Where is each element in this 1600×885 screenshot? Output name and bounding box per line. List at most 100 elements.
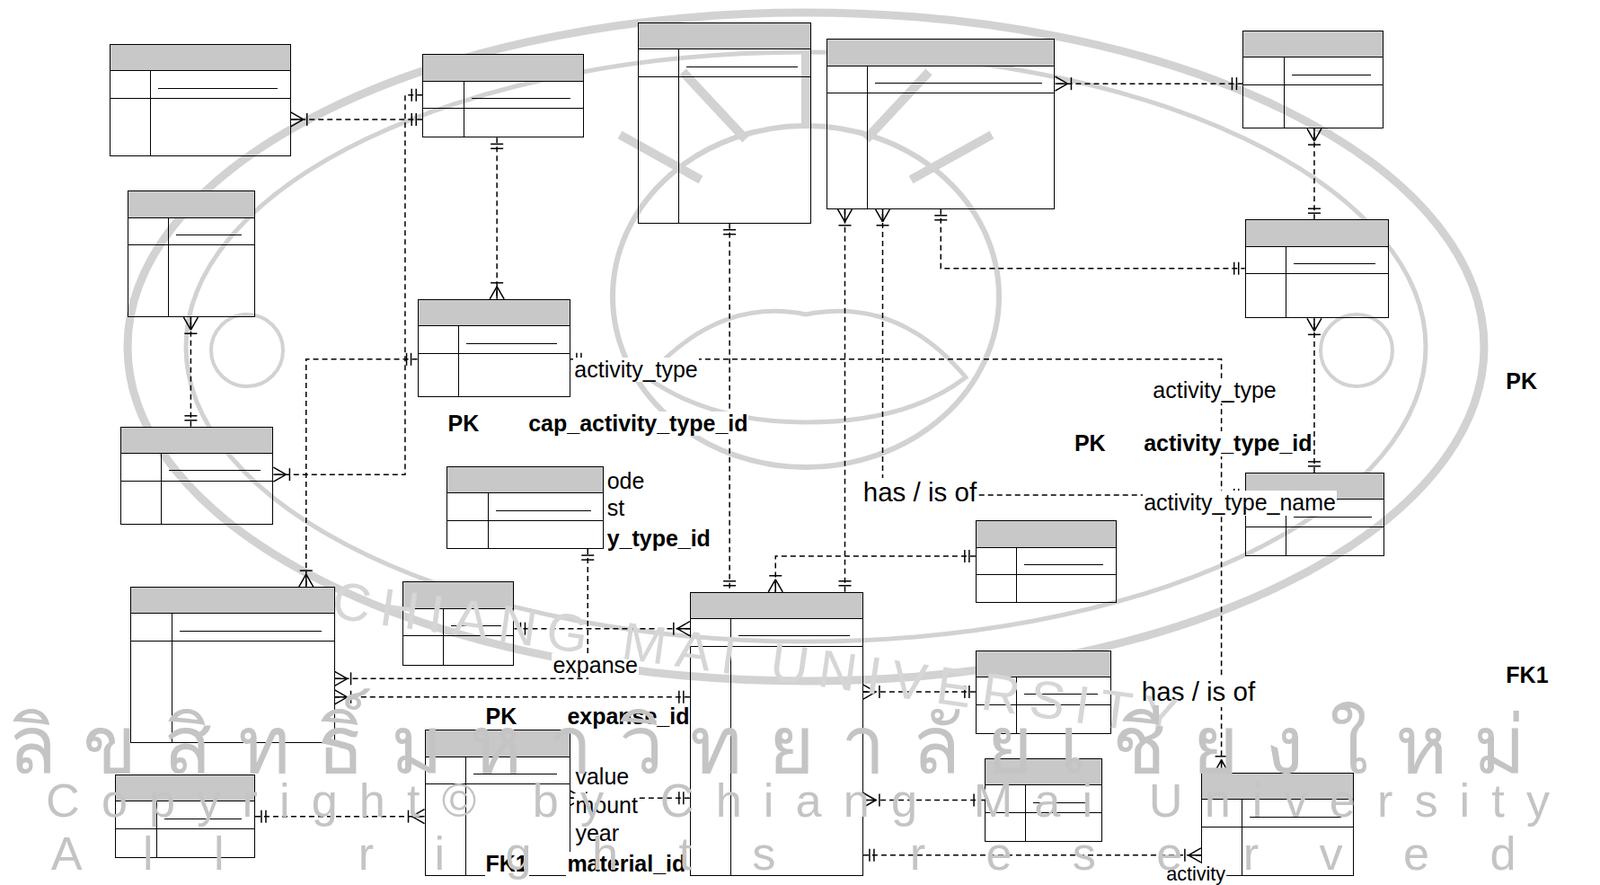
- cardinality-mark: [972, 794, 975, 807]
- relationship-group: [255, 809, 425, 824]
- cardinality-mark: [490, 148, 504, 151]
- relationship-line: [335, 548, 589, 679]
- key-underline: [473, 773, 557, 775]
- cardinality-mark: [863, 690, 876, 693]
- cardinality-mark: [1313, 128, 1316, 142]
- entity-box: [1245, 219, 1389, 319]
- cardinality-mark: [1237, 262, 1240, 275]
- attribute-label: st: [606, 495, 626, 521]
- key-column-divider: [678, 48, 680, 222]
- cardinality-mark: [837, 209, 845, 222]
- cardinality-mark: [260, 810, 263, 823]
- key-row-divider: [1243, 84, 1383, 86]
- key-underline: [164, 818, 243, 820]
- cardinality-mark: [1188, 848, 1202, 856]
- relationship-line: [844, 209, 847, 593]
- entity-box: [114, 774, 256, 858]
- relationship-line: [863, 799, 985, 802]
- key-column-divider: [866, 65, 868, 209]
- key-column-divider: [730, 618, 732, 875]
- attribute-label: PK: [1073, 431, 1107, 456]
- key-column-divider: [1241, 798, 1243, 875]
- attribute-label: FK1: [1504, 662, 1549, 688]
- cardinality-mark: [677, 628, 690, 637]
- key-column-divider: [458, 325, 460, 397]
- entity-box: [446, 466, 604, 549]
- cardinality-mark: [1054, 82, 1068, 85]
- cardinality-mark: [968, 549, 971, 563]
- cardinality-mark: [1188, 855, 1202, 863]
- cardinality-mark: [1308, 207, 1321, 210]
- cardinality-mark: [306, 574, 314, 587]
- key-underline: [176, 234, 242, 236]
- seal-rays: [619, 53, 992, 180]
- attribute-label: activity_type_name: [1142, 490, 1337, 515]
- cardinality-mark: [1220, 760, 1223, 773]
- cardinality-mark: [678, 690, 681, 704]
- attribute-label: PK: [1504, 369, 1539, 394]
- entity-header: [115, 775, 255, 802]
- relationship-group: [273, 88, 423, 483]
- cardinality-mark: [265, 810, 267, 823]
- cardinality-mark: [410, 88, 413, 102]
- key-underline: [495, 510, 592, 512]
- cardinality-mark: [1308, 212, 1321, 214]
- entity-box: [130, 586, 335, 743]
- attribute-label: activity_type: [573, 357, 699, 382]
- relationship-group: [1054, 76, 1243, 91]
- cardinality-mark: [878, 794, 881, 807]
- cardinality-mark: [335, 696, 348, 699]
- attribute-label: PK: [485, 704, 519, 729]
- cardinality-mark: [305, 574, 308, 587]
- key-underline: [1024, 564, 1104, 566]
- relationship-line: [495, 137, 498, 299]
- key-row-divider: [131, 640, 334, 642]
- key-column-divider: [167, 217, 169, 317]
- key-underline: [471, 97, 571, 99]
- cardinality-mark: [350, 671, 353, 685]
- cardinality-mark: [300, 569, 313, 572]
- cardinality-mark: [863, 799, 876, 802]
- cardinality-mark: [723, 584, 736, 587]
- entity-header: [418, 300, 570, 327]
- relationship-group: [291, 112, 424, 127]
- key-row-divider: [638, 76, 811, 78]
- cardinality-mark: [838, 584, 851, 587]
- cardinality-mark: [273, 474, 286, 482]
- relationship-group: [863, 684, 976, 699]
- relationship-line: [335, 696, 690, 699]
- attribute-label: PK: [446, 411, 480, 436]
- cardinality-mark: [968, 685, 971, 699]
- cardinality-mark: [490, 282, 504, 284]
- cardinality-mark: [723, 580, 736, 583]
- cardinality-mark: [1221, 760, 1229, 773]
- cardinality-mark: [520, 622, 522, 636]
- entity-header: [638, 23, 811, 50]
- cardinality-mark: [410, 353, 413, 366]
- cardinality-mark: [963, 549, 966, 563]
- attribute-label: FK1: [485, 851, 530, 876]
- cardinality-mark: [415, 88, 417, 102]
- cardinality-mark: [723, 233, 736, 236]
- cardinality-mark: [768, 579, 776, 593]
- cardinality-mark: [844, 209, 847, 222]
- entity-header: [423, 54, 583, 81]
- relationship-line: [306, 359, 418, 587]
- cardinality-mark: [1054, 76, 1068, 84]
- cardinality-mark: [868, 848, 871, 862]
- cardinality-mark: [184, 415, 197, 417]
- cardinality-mark: [1188, 854, 1202, 857]
- cardinality-mark: [1314, 318, 1322, 331]
- cardinality-mark: [863, 684, 876, 692]
- cardinality-mark: [335, 678, 348, 681]
- cardinality-mark: [1307, 318, 1315, 331]
- key-column-divider: [160, 452, 162, 524]
- entity-header: [121, 427, 273, 454]
- relationship-line: [775, 556, 976, 593]
- key-underline: [1249, 816, 1341, 818]
- cardinality-mark: [581, 558, 594, 561]
- relationship-line: [1313, 128, 1316, 220]
- key-row-divider: [1246, 526, 1385, 528]
- relationship-group: [1307, 128, 1322, 220]
- attribute-label: y_type_id: [606, 526, 712, 551]
